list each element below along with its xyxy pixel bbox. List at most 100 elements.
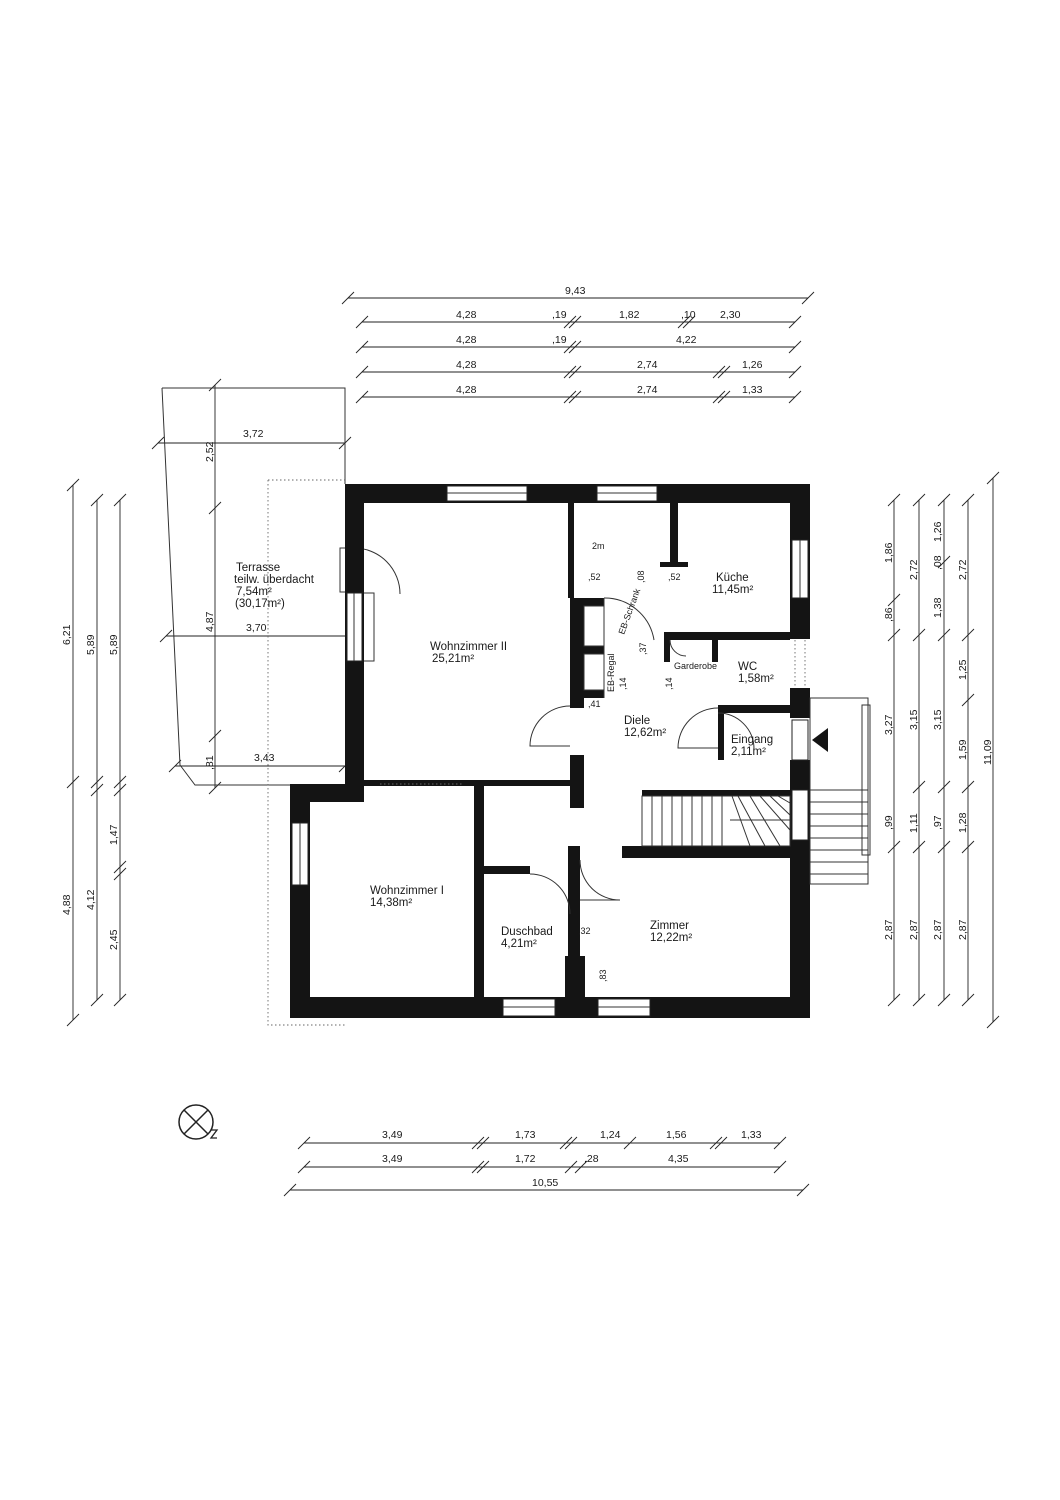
room-wohnzimmer1-area: 14,38m² bbox=[370, 897, 412, 909]
dim-left-6: 2,45 bbox=[108, 929, 120, 950]
dim-top-0: 9,43 bbox=[565, 285, 586, 297]
room-eingang-name: Eingang bbox=[731, 734, 773, 746]
dim-bottom-6: 1,72 bbox=[515, 1153, 536, 1165]
room-wc-area: 1,58m² bbox=[738, 673, 774, 685]
dimension-lines bbox=[66, 291, 1000, 1197]
dim-bottom-4: 1,33 bbox=[741, 1129, 762, 1141]
dim-right-3: 1,26 bbox=[932, 521, 944, 542]
dim-terrace-3: 3,70 bbox=[246, 622, 267, 634]
dim-right-6: 1,38 bbox=[932, 597, 944, 618]
dim-inner-1: ,08 bbox=[636, 570, 646, 583]
dim-top-10: 2,74 bbox=[637, 359, 658, 371]
dim-inner-4: ,14 bbox=[618, 677, 628, 690]
dim-right-2: ,08 bbox=[932, 555, 944, 570]
doors bbox=[529, 597, 755, 915]
dim-right-7: 1,25 bbox=[957, 659, 969, 680]
room-zimmer-name: Zimmer bbox=[650, 920, 689, 932]
room-diele-area: 12,62m² bbox=[624, 727, 666, 739]
dim-inner-7: ,32 bbox=[578, 926, 591, 936]
room-terrasse-name: Terrasse bbox=[236, 562, 280, 574]
dim-top-14: 1,33 bbox=[742, 384, 763, 396]
built-in-furniture bbox=[583, 598, 605, 698]
terrace bbox=[161, 387, 401, 1026]
room-labels: Terrasse teilw. überdacht 7,54m² (30,17m… bbox=[234, 541, 774, 950]
room-duschbad-area: 4,21m² bbox=[501, 938, 537, 950]
dim-right-19: 2,87 bbox=[932, 919, 944, 940]
room-duschbad-name: Duschbad bbox=[501, 926, 553, 938]
room-garderobe: Garderobe bbox=[674, 661, 717, 671]
dim-top-12: 4,28 bbox=[456, 384, 477, 396]
dim-top-7: ,19 bbox=[552, 334, 567, 346]
dim-right-5: ,86 bbox=[883, 607, 895, 622]
dim-bottom-0: 3,49 bbox=[382, 1129, 403, 1141]
dim-terrace-5: 3,43 bbox=[254, 752, 275, 764]
room-wc-name: WC bbox=[738, 661, 757, 673]
dim-right-14: 1,11 bbox=[908, 813, 920, 833]
dimension-text-inner: ,52 ,08 ,52 ,37 ,14 ,14 ,41 ,32 ,83 bbox=[578, 570, 681, 982]
label-eb-regal: EB-Regal bbox=[606, 653, 616, 692]
dim-top-8: 4,22 bbox=[676, 334, 697, 346]
dim-top-6: 4,28 bbox=[456, 334, 477, 346]
dim-bottom-5: 3,49 bbox=[382, 1153, 403, 1165]
room-diele-name: Diele bbox=[624, 715, 650, 727]
dim-right-16: 1,28 bbox=[957, 812, 969, 833]
dim-right-9: 3,15 bbox=[908, 709, 920, 730]
dim-left-4: 4,12 bbox=[85, 889, 97, 910]
dim-right-1: 2,72 bbox=[908, 559, 920, 580]
room-wohnzimmer1-name: Wohnzimmer I bbox=[370, 885, 444, 897]
dim-top-1: 4,28 bbox=[456, 309, 477, 321]
room-terrasse-area-total: (30,17m²) bbox=[235, 598, 285, 610]
dim-right-0: 1,86 bbox=[883, 542, 895, 563]
dim-bottom-9: 10,55 bbox=[532, 1177, 558, 1189]
dim-right-17: 2,87 bbox=[883, 919, 895, 940]
dim-inner-5: ,14 bbox=[664, 677, 674, 690]
dim-top-11: 1,26 bbox=[742, 359, 763, 371]
entrance-arrow-icon bbox=[812, 728, 828, 752]
dim-left-3: 4,88 bbox=[61, 894, 73, 915]
room-kueche-name: Küche bbox=[716, 572, 749, 584]
dim-left-0: 6,21 bbox=[61, 624, 73, 645]
dim-right-12: 11,09 bbox=[982, 739, 994, 765]
dim-bottom-7: ,28 bbox=[584, 1153, 599, 1165]
dim-top-4: ,10 bbox=[681, 309, 696, 321]
room-zimmer-area: 12,22m² bbox=[650, 932, 692, 944]
room-wohnzimmer2-name: Wohnzimmer II bbox=[430, 641, 507, 653]
windows bbox=[291, 485, 809, 1017]
dim-terrace-0: 3,72 bbox=[243, 428, 264, 440]
room-wohnzimmer2-area: 25,21m² bbox=[432, 653, 474, 665]
dim-bottom-1: 1,73 bbox=[515, 1129, 536, 1141]
dim-left-5: 1,47 bbox=[108, 824, 120, 845]
staircase bbox=[641, 697, 871, 885]
dim-terrace-4: ,81 bbox=[204, 755, 216, 770]
dimension-text-right: 1,86 2,72 ,08 1,26 2,72 ,86 1,38 1,25 3,… bbox=[883, 521, 994, 940]
dimension-text-left: 6,21 5,89 5,89 4,88 4,12 1,47 2,45 bbox=[61, 624, 120, 950]
dim-right-13: ,99 bbox=[883, 815, 895, 830]
dim-right-8: 3,27 bbox=[883, 714, 895, 735]
dim-left-1: 5,89 bbox=[85, 634, 97, 655]
dimension-text-terrace: 3,72 2,52 4,87 3,70 ,81 3,43 bbox=[204, 428, 275, 770]
room-eingang-area: 2,11m² bbox=[731, 746, 766, 758]
room-kueche-area: 11,45m² bbox=[712, 584, 754, 596]
dim-inner-2: ,52 bbox=[668, 572, 681, 582]
room-terrasse-area: 7,54m² bbox=[236, 586, 272, 598]
dimension-text-bottom: 3,49 1,73 1,24 1,56 1,33 3,49 1,72 ,28 4… bbox=[382, 1129, 762, 1189]
north-arrow-icon bbox=[178, 1104, 219, 1140]
dim-top-9: 4,28 bbox=[456, 359, 477, 371]
dim-right-15: ,97 bbox=[932, 815, 944, 830]
dim-inner-3: ,37 bbox=[638, 642, 648, 655]
dim-left-2: 5,89 bbox=[108, 634, 120, 655]
dim-right-10: 3,15 bbox=[932, 709, 944, 730]
dim-right-11: 1,59 bbox=[957, 739, 969, 760]
dim-top-3: 1,82 bbox=[619, 309, 640, 321]
dim-bottom-3: 1,56 bbox=[666, 1129, 687, 1141]
dimension-text-top: 9,43 4,28 ,19 1,82 ,10 2,30 4,28 ,19 4,2… bbox=[456, 285, 763, 396]
dim-terrace-1: 2,52 bbox=[204, 441, 216, 462]
dim-right-4: 2,72 bbox=[957, 559, 969, 580]
dim-top-5: 2,30 bbox=[720, 309, 741, 321]
dim-top-2: ,19 bbox=[552, 309, 567, 321]
dim-inner-6: ,41 bbox=[588, 699, 601, 709]
dim-inner-0: ,52 bbox=[588, 572, 601, 582]
label-2m: 2m bbox=[592, 541, 605, 551]
dim-terrace-2: 4,87 bbox=[204, 611, 216, 632]
